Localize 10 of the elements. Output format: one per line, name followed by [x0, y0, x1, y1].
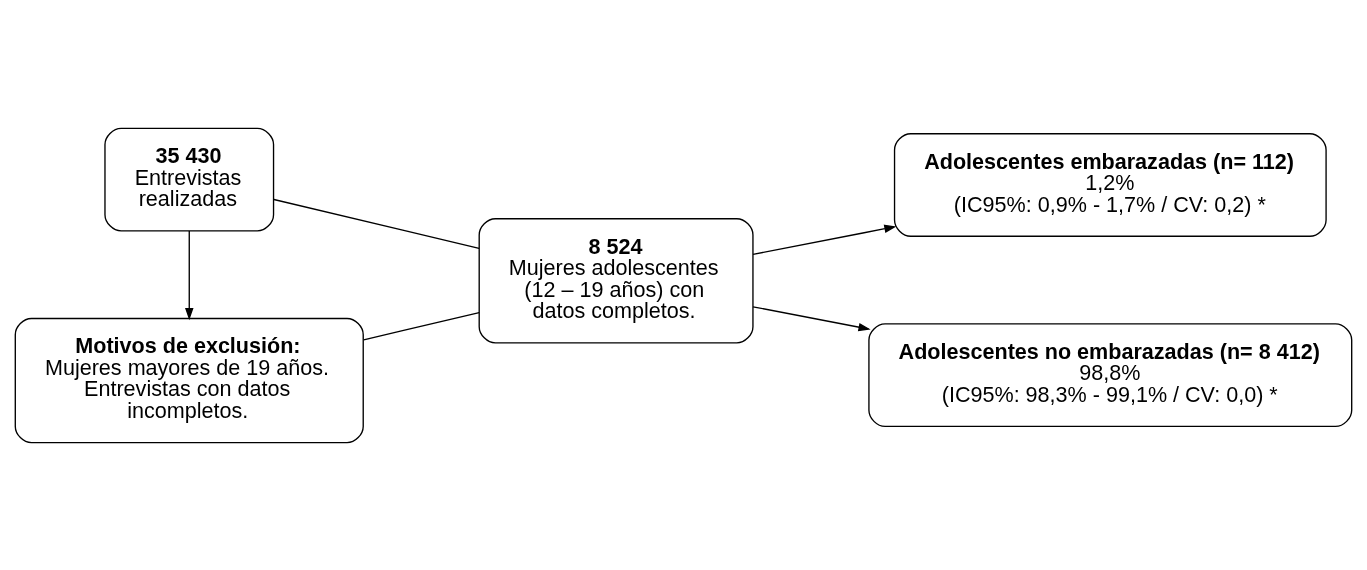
node-box: 35 430 Entrevistas realizadas — [104, 127, 275, 232]
node-box: Adolescentes no embarazadas (n= 8 412) 98,8% (IC95%: 98,3% - 99,1% / CV: 0,0) * — [868, 322, 1353, 427]
connector — [363, 311, 480, 340]
arrow — [752, 224, 897, 255]
node-box: 8 524 Mujeres adolescentes (12 – 19 años) con datos completos. — [478, 217, 754, 343]
node-box: Motivos de exclusión: Mujeres mayores de 19 años. Entrevistas con datos incompletos. — [14, 317, 364, 443]
node-box: Adolescentes embarazadas (n= 112) 1,2% (IC95%: 0,9% - 1,7% / CV: 0,2) * — [893, 132, 1327, 237]
connector — [273, 198, 480, 249]
arrow — [185, 229, 194, 320]
arrow — [752, 305, 871, 331]
